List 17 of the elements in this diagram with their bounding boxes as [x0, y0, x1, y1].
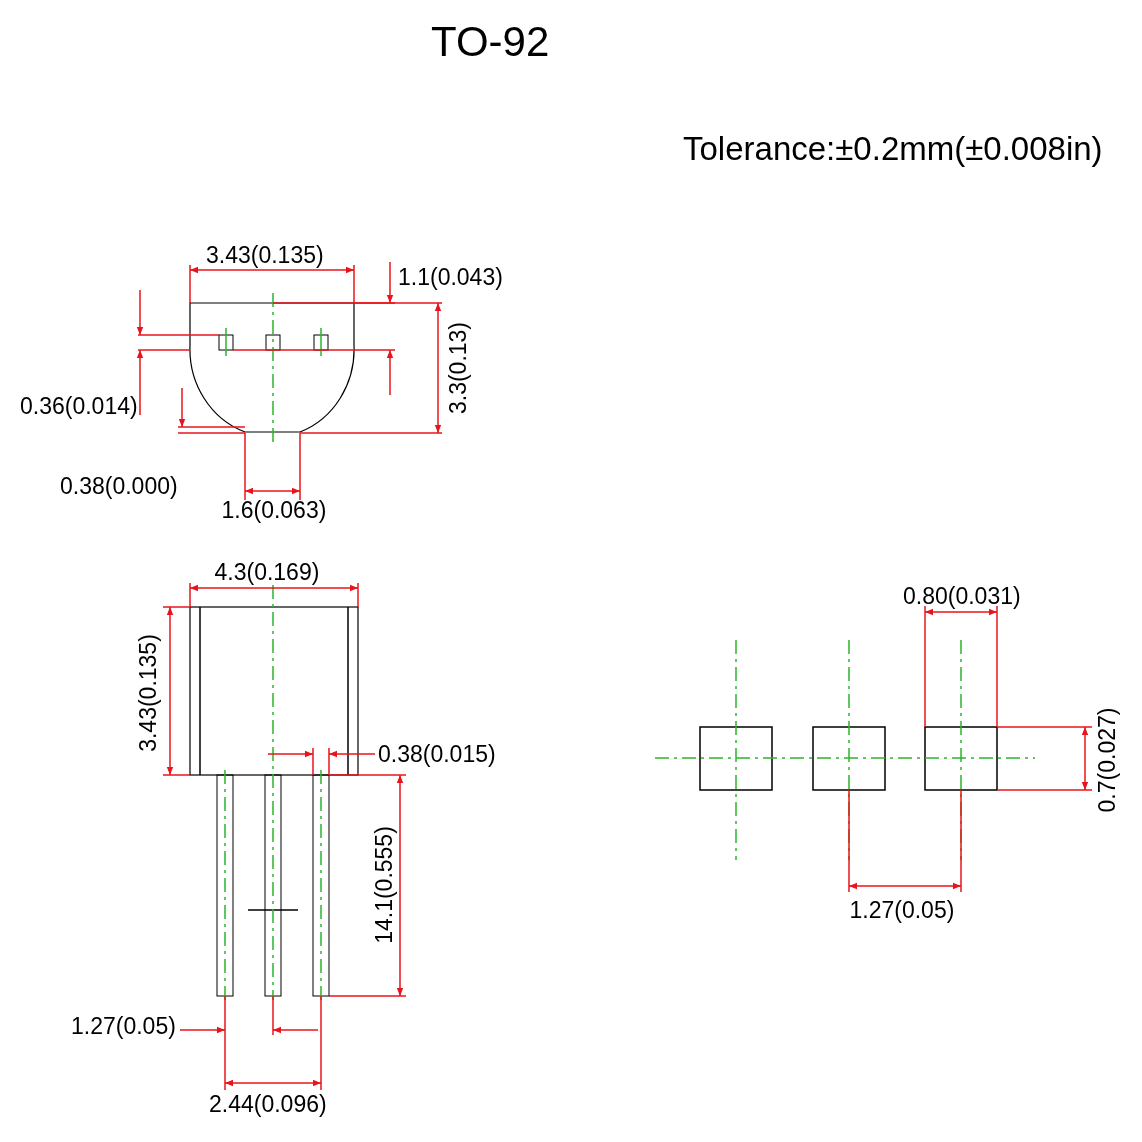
- dimension-label: 1.1(0.043): [398, 264, 503, 290]
- dimension-label: 0.7(0.027): [1093, 707, 1120, 813]
- dimension-label: 4.3(0.169): [214, 559, 320, 585]
- dimension-label: 0.80(0.031): [903, 583, 1021, 609]
- dimension-label: 0.38(0.000): [60, 473, 178, 499]
- dimension-label: 3.3(0.13): [445, 321, 472, 415]
- dimension-label: 0.38(0.015): [378, 741, 496, 767]
- dimension-label: 1.27(0.05): [849, 897, 955, 923]
- dimension-label: 3.43(0.135): [206, 242, 324, 268]
- dimension-label: 1.27(0.05): [71, 1013, 176, 1039]
- diagram-title: TO-92: [431, 19, 550, 65]
- tolerance-note: Tolerance:±0.2mm(±0.008in): [683, 129, 1103, 167]
- dimension-label: 14.1(0.555): [370, 826, 397, 944]
- dimension-label: 3.43(0.135): [134, 634, 161, 752]
- dimension-label: 1.6(0.063): [221, 497, 327, 523]
- dimension-label: 2.44(0.096): [209, 1091, 327, 1117]
- dimension-label: 0.36(0.014): [20, 393, 138, 419]
